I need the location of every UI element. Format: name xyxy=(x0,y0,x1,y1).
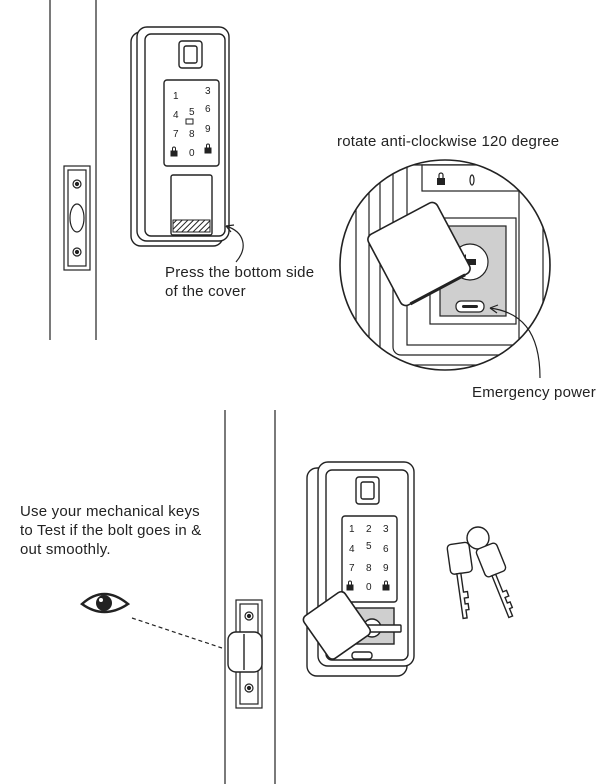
caption-press-cover: Press the bottom side of the cover xyxy=(165,263,314,301)
latch-bolt xyxy=(227,631,263,673)
caption-line: of the cover xyxy=(165,283,246,300)
digit: 2 xyxy=(366,524,372,535)
caption-line: rotate anti-clockwise 120 degree xyxy=(337,133,560,150)
caption-mechanical-keys: Use your mechanical keys to Test if the … xyxy=(20,502,201,559)
mechanical-keys xyxy=(446,526,514,620)
top-door-edge xyxy=(49,0,97,340)
lock-icon xyxy=(437,172,445,185)
keypad-panel xyxy=(163,79,220,167)
digit: 6 xyxy=(205,104,211,115)
cover-arrow xyxy=(225,225,244,263)
digit: 4 xyxy=(173,110,179,121)
caption-line: out smoothly. xyxy=(20,541,111,558)
digit: 7 xyxy=(349,563,355,574)
eye-icon xyxy=(80,592,131,614)
caption-emergency-power: Emergency power xyxy=(472,383,596,402)
screw-icon xyxy=(244,683,254,693)
rotated-cover-bottom xyxy=(302,590,372,660)
digit: 9 xyxy=(205,124,211,135)
magnified-view xyxy=(339,159,551,371)
caption-line: Use your mechanical keys xyxy=(20,503,200,520)
digit: 0 xyxy=(189,148,195,159)
digit: 9 xyxy=(383,563,389,574)
fingerprint-icon xyxy=(355,476,380,505)
digit: 1 xyxy=(349,524,355,535)
strike-plate-top xyxy=(63,165,91,271)
lock-icon xyxy=(382,580,390,591)
keypad-digits-top: 1 3 4 5 6 7 8 9 0 xyxy=(173,86,211,159)
caption-line: Press the bottom side xyxy=(165,264,315,281)
digit: 5 xyxy=(366,541,372,552)
lock-icon xyxy=(204,143,212,154)
power-arrow xyxy=(489,307,541,379)
key-icon xyxy=(185,118,194,125)
lock-icon xyxy=(170,146,178,157)
screw-icon xyxy=(72,247,82,257)
key-icon xyxy=(475,542,514,619)
digit: 5 xyxy=(189,107,195,118)
smart-lock-front xyxy=(130,26,230,247)
keypad-panel xyxy=(341,515,398,603)
caption-rotate: rotate anti-clockwise 120 degree xyxy=(337,132,559,151)
screw-icon xyxy=(72,179,82,189)
digit: 3 xyxy=(383,524,389,535)
digit: 0 xyxy=(366,582,372,593)
fingerprint-icon xyxy=(178,40,203,69)
sight-line xyxy=(131,617,223,649)
digit: 7 xyxy=(173,129,179,140)
bottom-door-edge xyxy=(224,410,276,784)
digit: 6 xyxy=(383,544,389,555)
keypad-digits-bottom: 1 2 3 4 5 6 7 8 9 0 xyxy=(349,524,389,593)
digit: 1 xyxy=(173,91,179,102)
digit: 8 xyxy=(189,129,195,140)
caption-line: Emergency power xyxy=(472,384,596,401)
lock-icon xyxy=(346,580,354,591)
smart-lock-installed xyxy=(306,461,415,677)
digit: 3 xyxy=(205,86,211,97)
caption-line: to Test if the bolt goes in & xyxy=(20,522,202,539)
key-icon xyxy=(446,541,473,620)
usb-port-icon xyxy=(351,651,373,660)
digit: 4 xyxy=(349,544,355,555)
screw-icon xyxy=(244,611,254,621)
digit: 8 xyxy=(366,563,372,574)
rotated-cover xyxy=(367,201,471,307)
